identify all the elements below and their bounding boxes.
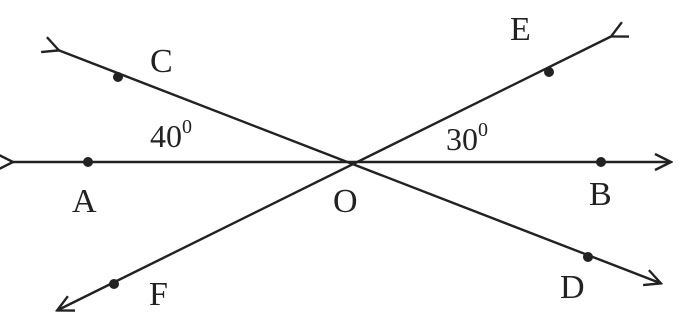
- line-ef: [58, 36, 612, 310]
- angle-eob-label: 300: [446, 119, 488, 157]
- angle-eob-value: 30: [446, 121, 478, 157]
- label-e: E: [510, 11, 531, 48]
- dot-d: [583, 252, 593, 262]
- label-b: B: [589, 176, 612, 213]
- label-a: A: [72, 183, 97, 220]
- angle-eob-degree: 0: [478, 119, 488, 141]
- angle-aoc-degree: 0: [182, 116, 192, 138]
- dot-e: [544, 67, 554, 77]
- label-o: O: [333, 183, 358, 220]
- dot-f: [109, 279, 119, 289]
- dot-c: [113, 72, 123, 82]
- line-cd: [58, 50, 660, 283]
- label-f: F: [149, 276, 168, 313]
- label-d: D: [560, 269, 585, 306]
- dot-a: [83, 157, 93, 167]
- label-c: C: [150, 43, 173, 80]
- angle-aoc-label: 400: [150, 116, 192, 154]
- angle-aoc-value: 40: [150, 118, 182, 154]
- dot-b: [596, 157, 606, 167]
